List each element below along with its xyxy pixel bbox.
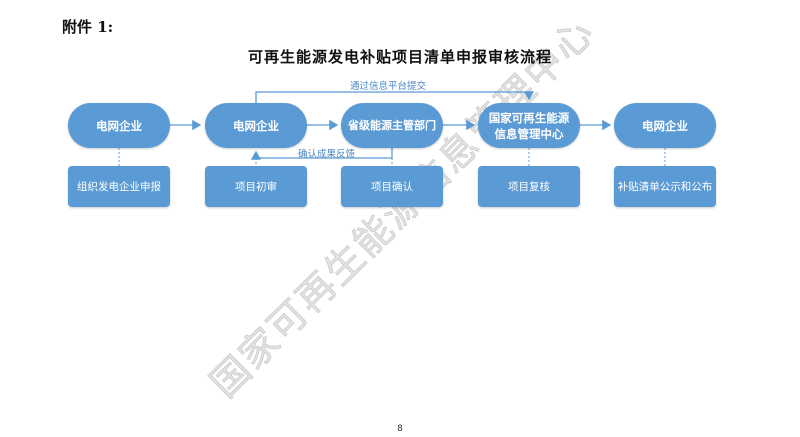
node-provincial-energy-dept: 省级能源主管部门 [341,103,443,148]
submit-connector [255,91,535,103]
node-line-2: 信息管理中心 [494,126,564,141]
feedback-label: 确认成果反馈 [298,149,356,160]
attachment-label: 附件 1: [62,18,114,36]
page-number: 8 [397,424,403,434]
step-publish-list: 补贴清单公示和公布 [614,166,716,207]
step-organize-application: 组织发电企业申报 [68,166,170,207]
submit-label: 通过信息平台提交 [350,81,427,92]
node-national-info-center: 国家可再生能源 信息管理中心 [478,103,580,148]
step-confirmation: 项目确认 [341,166,443,207]
node-grid-company-1: 电网企业 [68,103,170,148]
step-recheck: 项目复核 [478,166,580,207]
node-line-1: 国家可再生能源 [488,110,570,125]
step-initial-review: 项目初审 [205,166,307,207]
page-title: 可再生能源发电补贴项目清单申报审核流程 [247,48,552,66]
node-grid-company-2: 电网企业 [205,103,307,148]
feedback-connector [250,148,393,160]
node-grid-company-3: 电网企业 [614,103,716,148]
